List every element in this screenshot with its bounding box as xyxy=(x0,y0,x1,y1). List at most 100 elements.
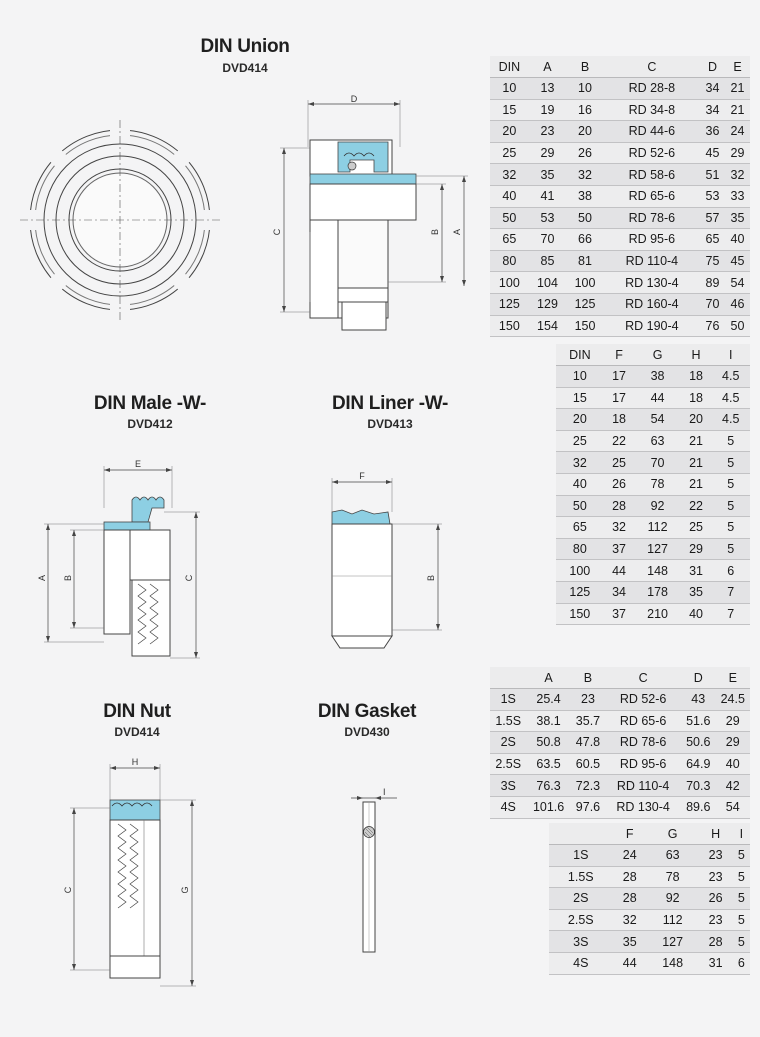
table-cell: 20 xyxy=(680,408,712,431)
table-cell: 53 xyxy=(699,185,725,208)
table-cell: 44 xyxy=(603,559,635,582)
table-cell: 32 xyxy=(566,163,604,186)
din-male-title: DIN Male -W- xyxy=(93,393,207,414)
column-header: B xyxy=(570,667,606,689)
table-cell: 89 xyxy=(699,271,725,294)
table-cell: RD 190-4 xyxy=(603,315,700,338)
table-cell: 1.5S xyxy=(490,710,527,733)
table-cell: 2S xyxy=(490,731,527,754)
table-cell: 33 xyxy=(724,185,750,208)
dim-label-c: C xyxy=(184,574,194,581)
table-cell: 31 xyxy=(680,559,712,582)
table-cell: 70 xyxy=(699,293,725,316)
column-header: A xyxy=(526,667,571,689)
table-cell: 28 xyxy=(612,866,647,889)
column-header: C xyxy=(603,56,700,78)
table-cell: 36 xyxy=(699,120,725,143)
table-cell: 47.8 xyxy=(570,731,606,754)
table-cell: 100 xyxy=(556,559,604,582)
din-union-front-view-drawing xyxy=(20,120,220,320)
table-cell: 24.5 xyxy=(715,688,750,711)
table-cell: 5 xyxy=(711,451,750,474)
table-cell: 129 xyxy=(528,293,567,316)
table-cell: 3S xyxy=(549,930,613,953)
table-cell: 21 xyxy=(680,473,712,496)
table-cell: 26 xyxy=(566,142,604,165)
table-cell: 20 xyxy=(490,120,529,143)
table-cell: 23 xyxy=(698,866,733,889)
din-nut-title: DIN Nut xyxy=(103,701,171,722)
din-liner-title: DIN Liner -W- xyxy=(331,393,449,414)
table-cell: 5 xyxy=(732,909,750,932)
dim-label-e: E xyxy=(135,459,141,469)
table-cell: 32 xyxy=(603,516,635,539)
table-cell: 28 xyxy=(603,495,635,518)
table-cell: RD 34-8 xyxy=(603,99,700,122)
table-cell: 7 xyxy=(711,581,750,604)
table-cell: 18 xyxy=(680,365,712,388)
table-cell: 1S xyxy=(490,688,527,711)
table-cell: RD 28-8 xyxy=(603,77,700,100)
table-cell: RD 160-4 xyxy=(603,293,700,316)
table-cell: 50 xyxy=(724,315,750,338)
table-cell: RD 52-6 xyxy=(603,142,700,165)
table-cell: 34 xyxy=(699,77,725,100)
table-cell: 97.6 xyxy=(570,796,606,819)
table-cell: 20 xyxy=(566,120,604,143)
table-cell: RD 95-6 xyxy=(605,753,681,776)
table-cell: 45 xyxy=(699,142,725,165)
table-cell: 81 xyxy=(566,250,604,273)
table-cell: 23 xyxy=(698,844,733,867)
column-header xyxy=(549,823,613,845)
table-cell: 78 xyxy=(646,866,699,889)
column-header: H xyxy=(698,823,733,845)
dim-label-b: B xyxy=(63,575,73,581)
table-cell: 35.7 xyxy=(570,710,606,733)
table-cell: 25 xyxy=(603,451,635,474)
table-cell: 5 xyxy=(732,866,750,889)
table-cell: 44 xyxy=(634,387,681,410)
table-cell: 44 xyxy=(612,952,647,975)
table-cell: 2S xyxy=(549,887,613,910)
column-header: DIN xyxy=(490,56,529,78)
table-cell: 7 xyxy=(711,603,750,626)
dim-label-c: C xyxy=(63,886,73,893)
table-cell: 65 xyxy=(699,228,725,251)
table-cell: RD 65-6 xyxy=(603,185,700,208)
table-cell: 150 xyxy=(490,315,529,338)
column-header: E xyxy=(715,667,750,689)
table-cell: 1.5S xyxy=(549,866,613,889)
dim-label-b: B xyxy=(430,229,440,235)
table-cell: 178 xyxy=(634,581,681,604)
table-cell: 125 xyxy=(566,293,604,316)
table-cell: 150 xyxy=(556,603,604,626)
column-header: A xyxy=(528,56,567,78)
table-cell: 34 xyxy=(699,99,725,122)
table-cell: 4S xyxy=(549,952,613,975)
table-cell: 21 xyxy=(724,77,750,100)
column-header: G xyxy=(646,823,699,845)
column-header: F xyxy=(612,823,647,845)
table-cell: 148 xyxy=(646,952,699,975)
table-cell: 24 xyxy=(724,120,750,143)
table-cell: 70 xyxy=(528,228,567,251)
table-cell: 25 xyxy=(680,516,712,539)
dim-label-f: F xyxy=(359,471,365,481)
din-gasket-section-drawing: I xyxy=(351,787,397,953)
table-cell: 125 xyxy=(490,293,529,316)
column-header: DIN xyxy=(556,344,604,366)
column-header: D xyxy=(681,667,716,689)
table-cell: 18 xyxy=(680,387,712,410)
